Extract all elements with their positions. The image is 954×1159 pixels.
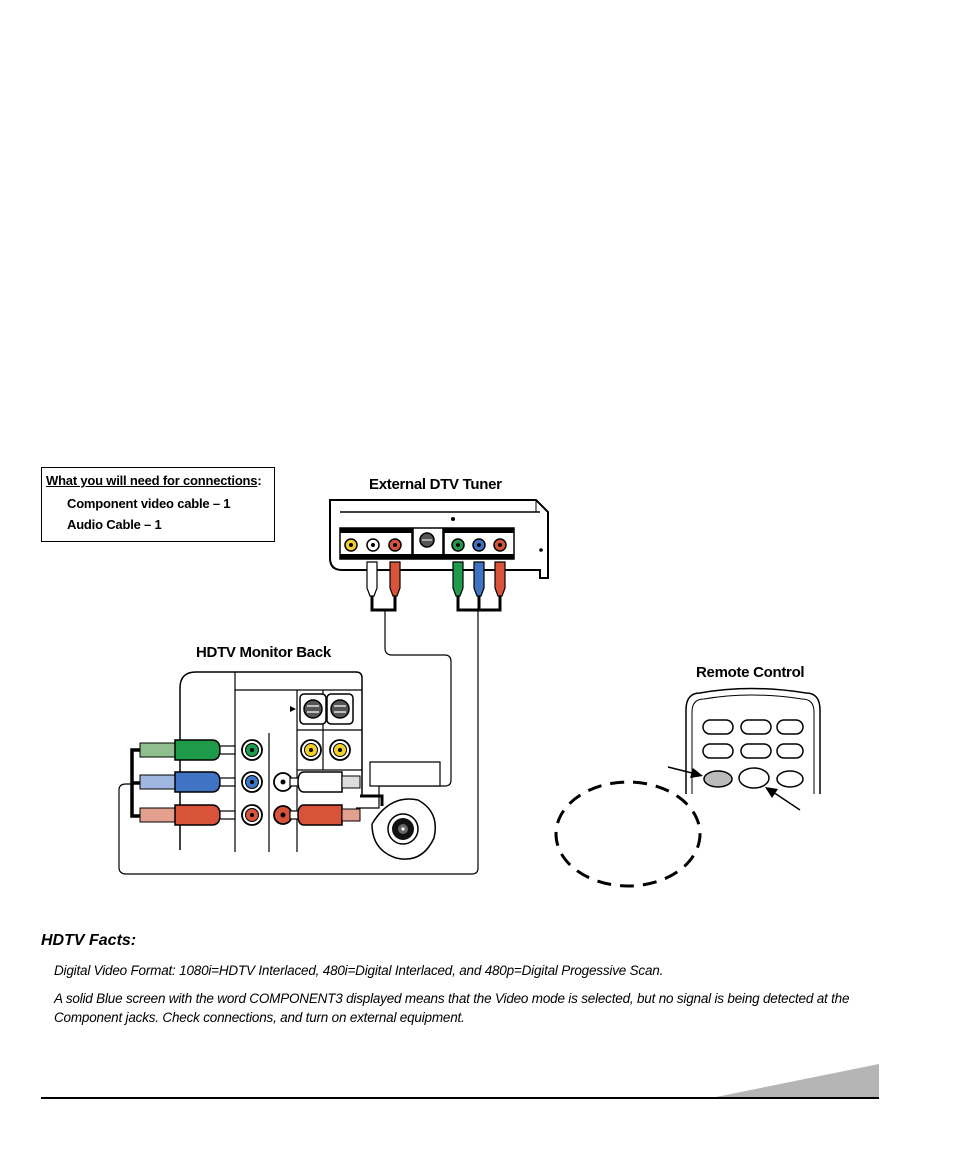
tuner-audio-plugs bbox=[366, 561, 401, 597]
monitor-component-plugs bbox=[139, 739, 236, 826]
monitor-label: HDTV Monitor Back bbox=[196, 644, 331, 661]
hdtv-monitor-back bbox=[179, 671, 441, 860]
monitor-audio-plugs bbox=[289, 771, 361, 826]
requirements-box bbox=[41, 467, 275, 542]
requirement-audio-cable: Audio Cable – 1 bbox=[67, 517, 162, 532]
remote-label: Remote Control bbox=[696, 664, 805, 681]
tuner-label: External DTV Tuner bbox=[369, 476, 502, 493]
cables bbox=[118, 596, 502, 875]
facts-line-video-format: Digital Video Format: 1080i=HDTV Interla… bbox=[54, 963, 664, 978]
callout-circle bbox=[554, 780, 702, 888]
remote-control bbox=[667, 687, 821, 811]
dtv-tuner bbox=[329, 499, 549, 579]
facts-heading: HDTV Facts: bbox=[41, 932, 137, 949]
tuner-component-plugs bbox=[452, 561, 506, 597]
page-tab bbox=[716, 1064, 879, 1097]
requirements-title: What you will need for connections: bbox=[46, 473, 262, 488]
requirement-component-cable: Component video cable – 1 bbox=[67, 496, 231, 511]
facts-line-blue-screen: A solid Blue screen with the word COMPON… bbox=[54, 991, 850, 1025]
